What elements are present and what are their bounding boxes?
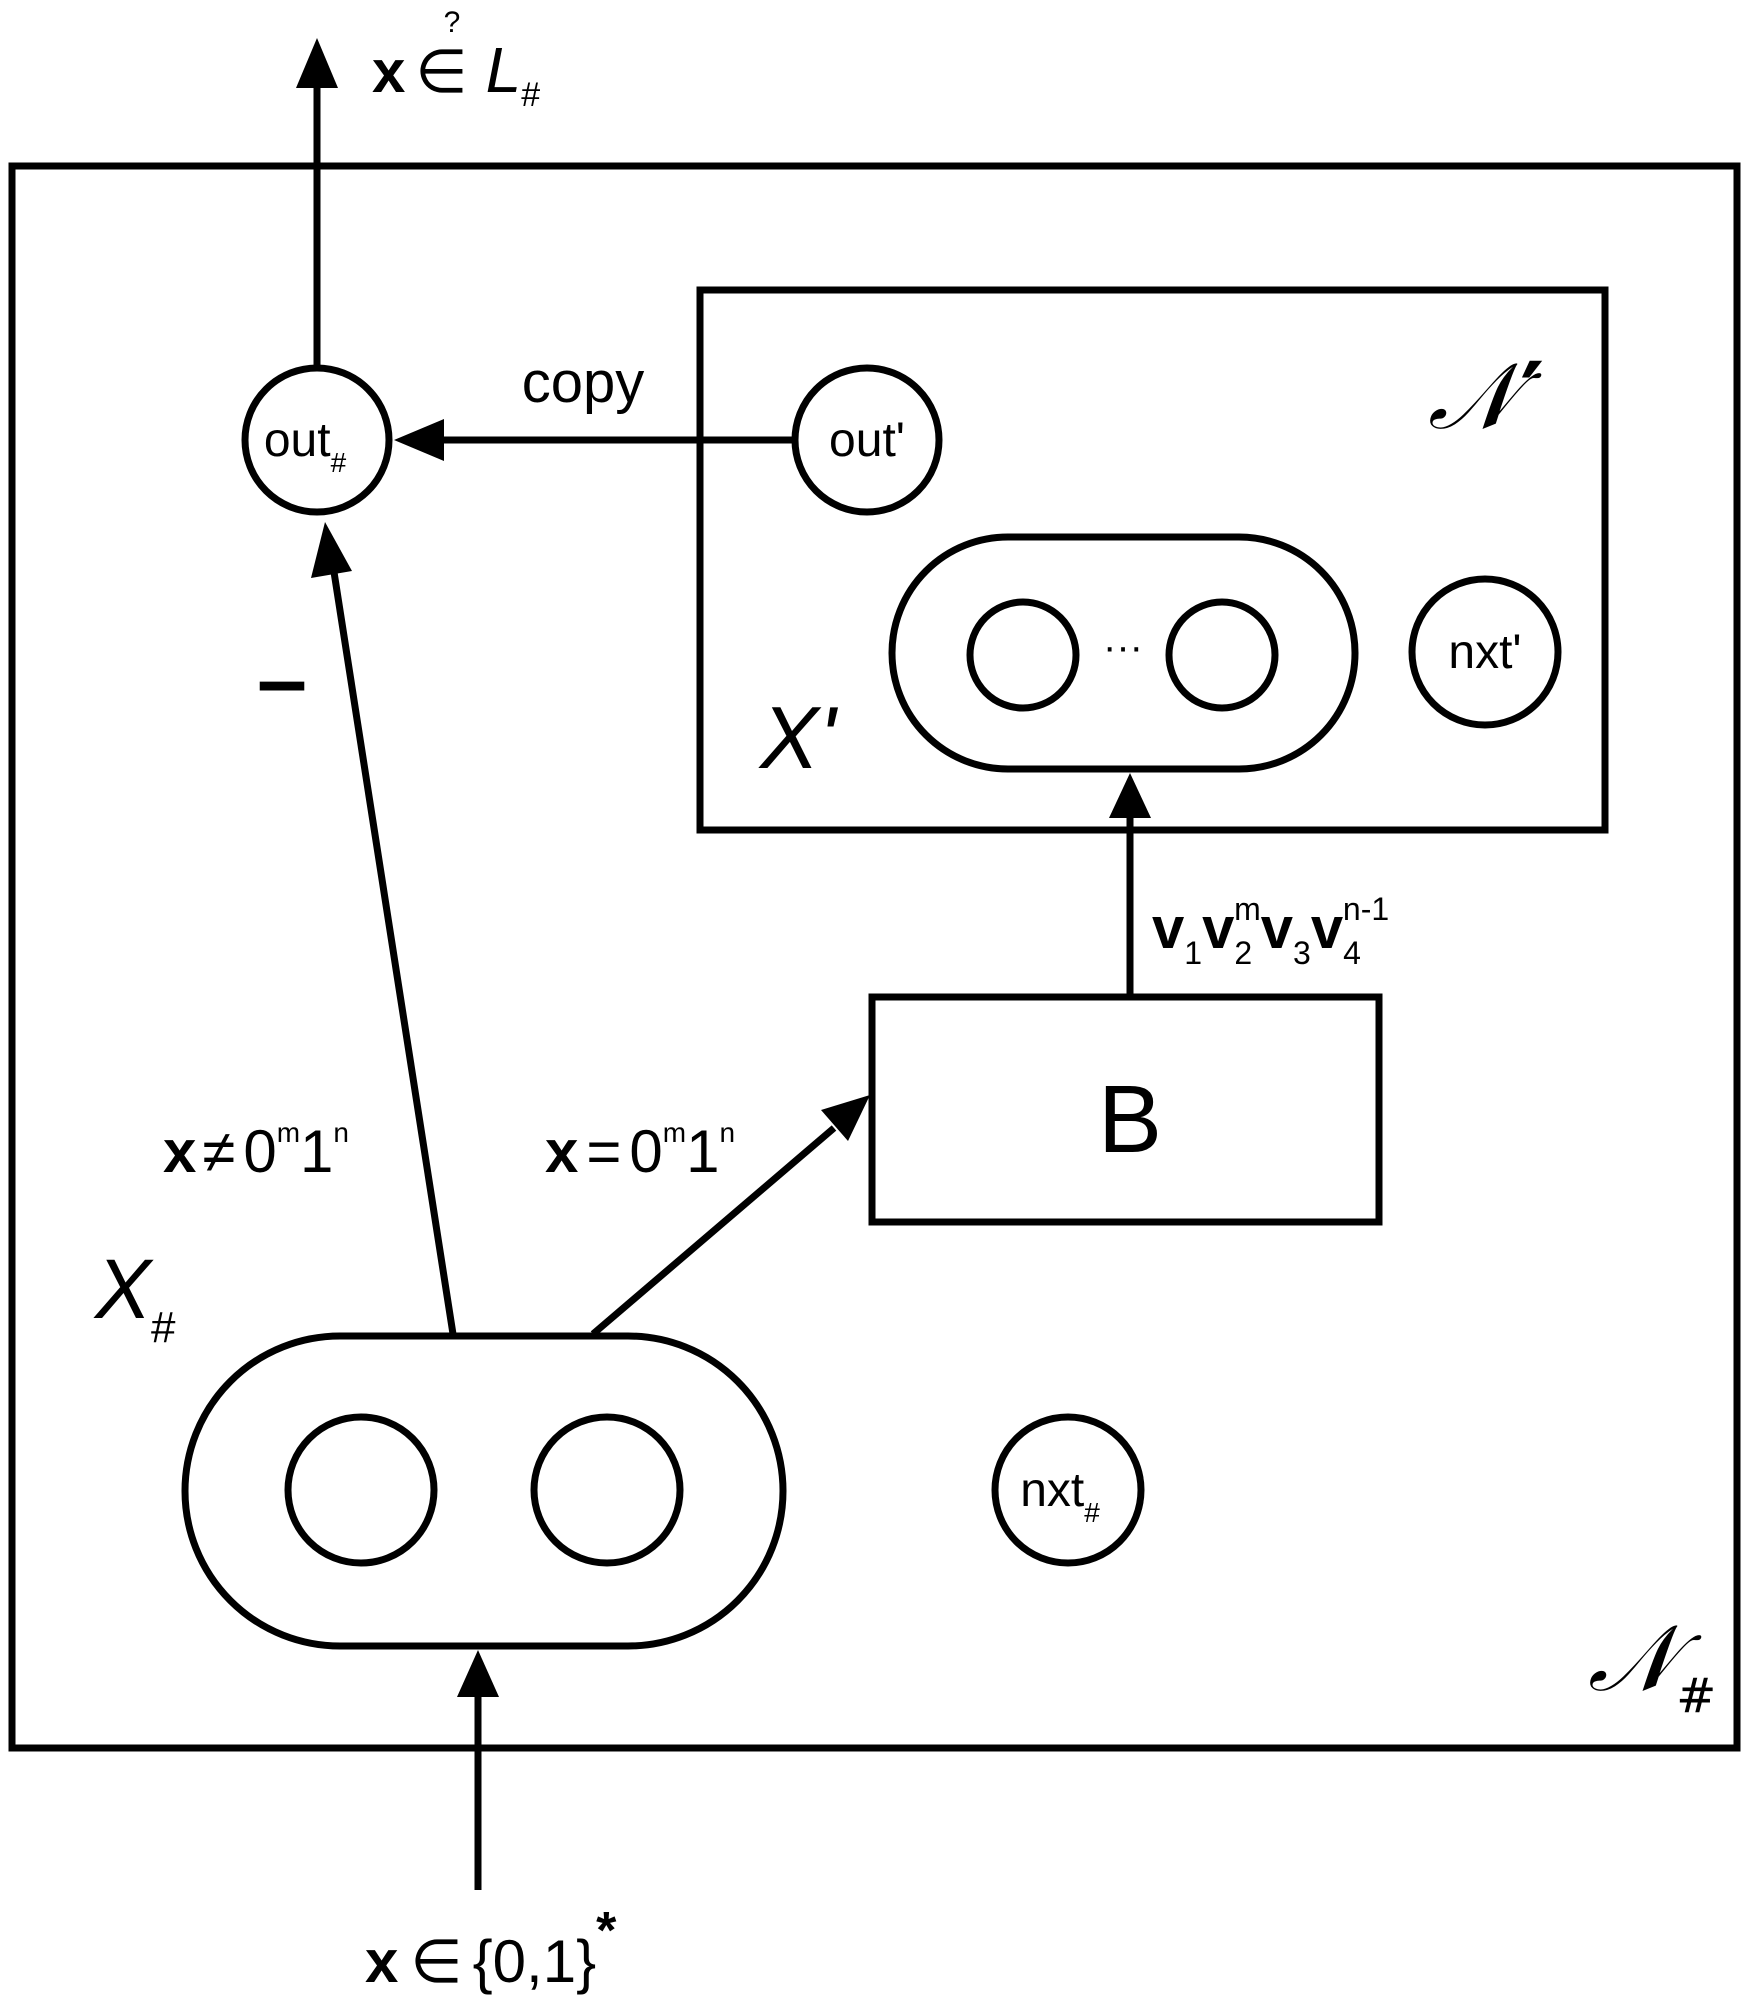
box-b (868, 993, 1383, 1226)
nxt-hash-label: nxt# (1020, 1464, 1100, 1528)
output-arrowhead (296, 38, 338, 88)
input-label: x∈{0,1}* (365, 1902, 617, 1995)
reject-arrow (330, 571, 457, 1335)
inner-network-box (696, 286, 1609, 834)
b-to-x-prime-arrowhead (1109, 773, 1151, 818)
x-hash-label: X# (93, 1242, 176, 1352)
x-hash-node-2 (530, 1413, 684, 1567)
x-prime-label: X' (758, 688, 839, 787)
copy-arrowhead (394, 419, 444, 461)
accept-arrow (590, 1125, 837, 1337)
out-prime-label: out' (829, 414, 905, 467)
ellipsis: ··· (1103, 625, 1143, 669)
nxt-prime-label: nxt' (1448, 626, 1521, 679)
nxt-prime-node (1408, 575, 1562, 729)
x-prime-node-last (1165, 598, 1279, 712)
reject-arrowhead (311, 522, 352, 578)
output-question-mark: ? (444, 6, 461, 39)
out-hash-node (241, 364, 393, 516)
output-label: x∈L# (372, 34, 540, 114)
minus-label: – (257, 630, 307, 730)
v-sequence-label: v1v2mv3v4n-1 (1152, 891, 1389, 971)
copy-label: copy (522, 350, 645, 415)
cond-neq-label: x≠0m1n (163, 1117, 349, 1185)
x-hash-node-1 (284, 1413, 438, 1567)
outer-network-label: 𝒩# (1588, 1605, 1716, 1724)
cond-eq-label: x=0m1n (545, 1117, 735, 1185)
input-arrowhead (457, 1650, 499, 1697)
outer-network-box (8, 162, 1741, 1752)
x-hash-group (181, 1332, 787, 1650)
inner-network-label: 𝒩′ (1428, 342, 1544, 450)
x-prime-group (888, 533, 1359, 773)
accept-arrowhead (821, 1095, 870, 1141)
out-hash-label: out# (264, 414, 347, 478)
x-prime-node-first (966, 598, 1080, 712)
box-b-label: B (1098, 1066, 1162, 1173)
nxt-hash-node (991, 1413, 1145, 1567)
